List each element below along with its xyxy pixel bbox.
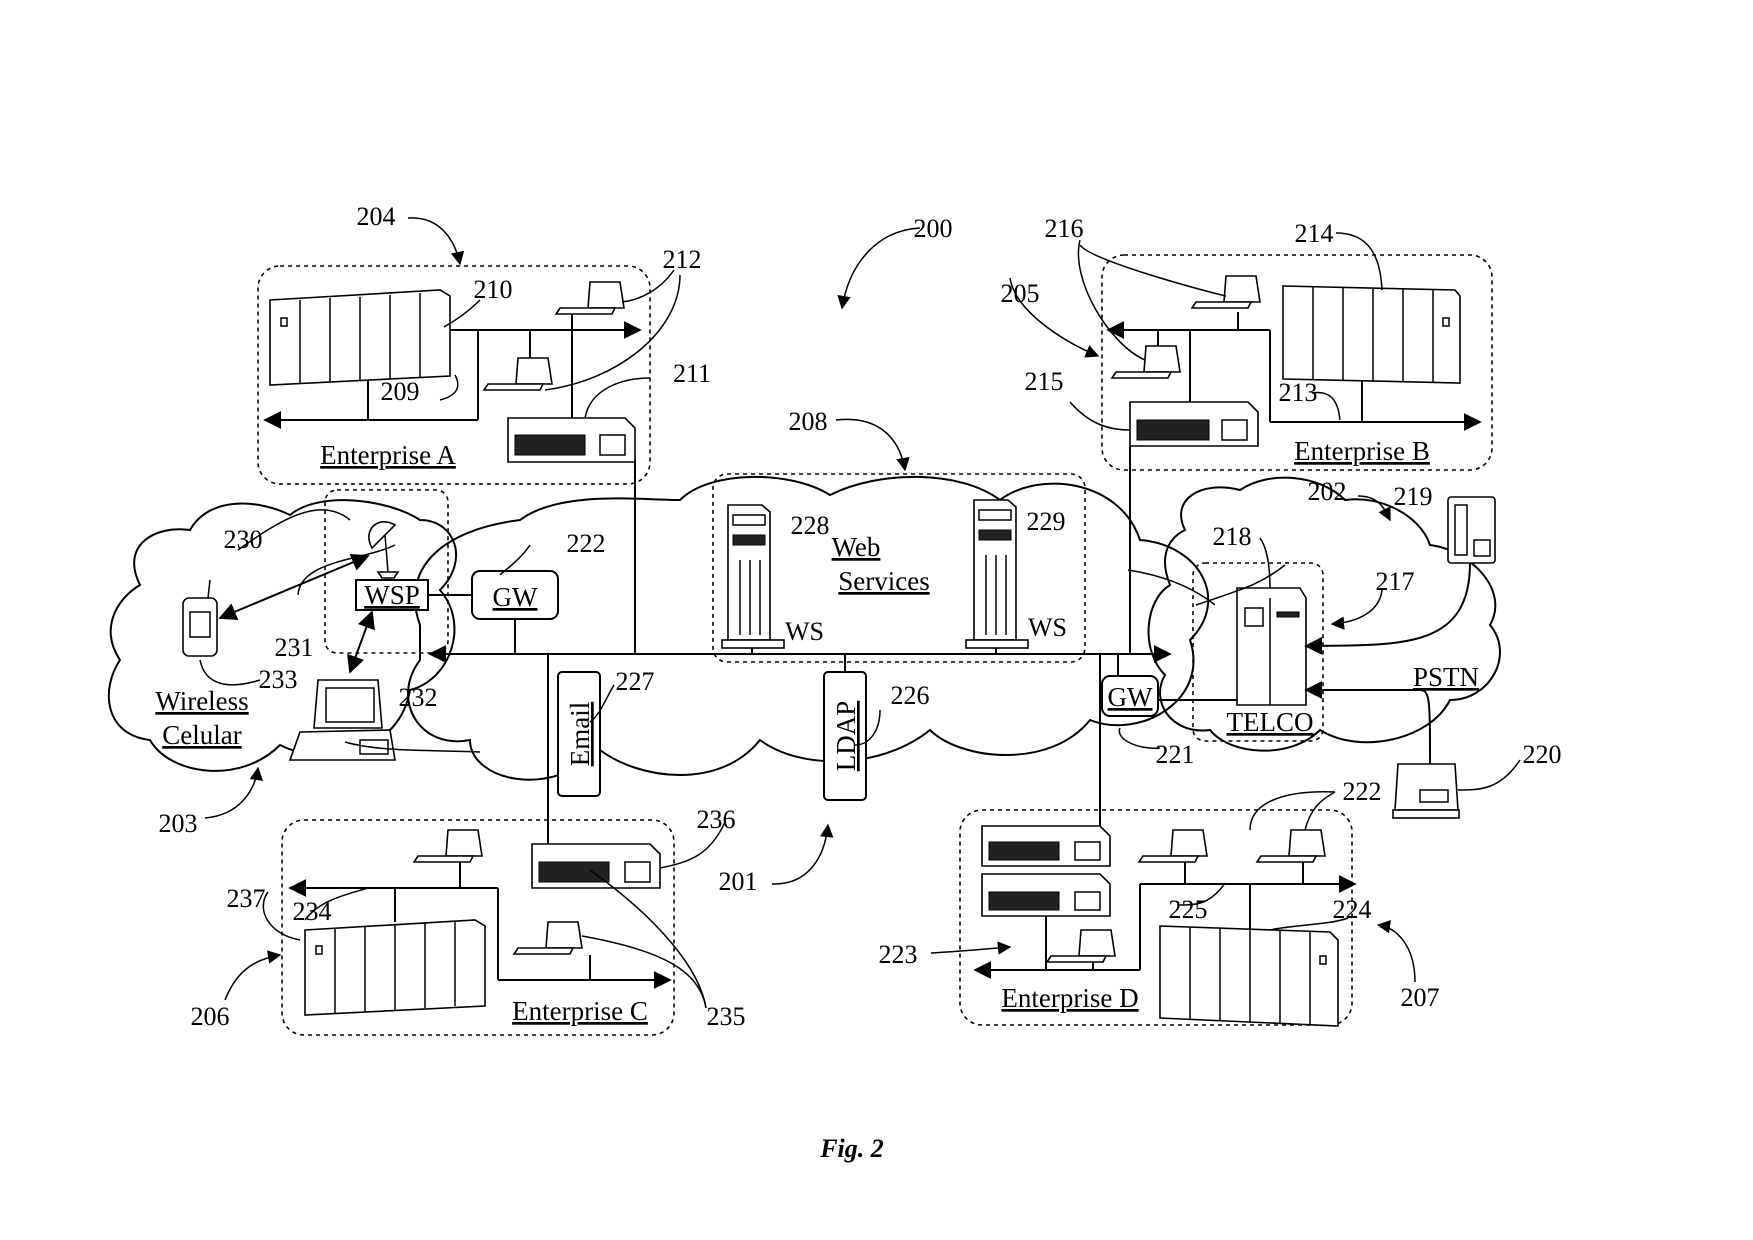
terminal-212b — [482, 357, 553, 391]
ldap-label: LDAP — [831, 701, 861, 772]
enterprise-c-boundary — [281, 819, 675, 1036]
ref-221: 221 — [1156, 740, 1195, 769]
satellite-dish — [368, 521, 400, 579]
server-215 — [1129, 401, 1259, 447]
terminal-235a — [412, 829, 483, 863]
enterprise-b-boundary — [1101, 254, 1493, 471]
ref-211: 211 — [673, 359, 711, 388]
server-211 — [507, 417, 636, 463]
ref-215: 215 — [1025, 367, 1064, 396]
ref-207: 207 — [1401, 983, 1440, 1012]
mainframe-237 — [304, 919, 486, 1016]
pstn-cloud — [1147, 476, 1501, 752]
ref-216: 216 — [1045, 214, 1084, 243]
ws-right-label: WS — [1028, 613, 1067, 642]
ref-202: 202 — [1308, 477, 1347, 506]
ref-217: 217 — [1376, 567, 1415, 596]
ref-203: 203 — [159, 809, 198, 838]
ref-220: 220 — [1523, 740, 1562, 769]
ref-204: 204 — [357, 202, 396, 231]
celular-label: Celular — [162, 720, 241, 750]
telco-label: TELCO — [1227, 707, 1314, 737]
terminal-222c — [1137, 829, 1208, 863]
ref-213: 213 — [1279, 378, 1318, 407]
ref-235: 235 — [707, 1002, 746, 1031]
gw-right-label: GW — [1108, 682, 1153, 712]
email-label: Email — [565, 702, 595, 766]
server-223b — [981, 873, 1111, 917]
ref-227: 227 — [616, 667, 655, 696]
web-server-228 — [721, 504, 785, 649]
ref-236: 236 — [697, 805, 736, 834]
ref-234: 234 — [293, 897, 332, 926]
mainframe-224 — [1159, 925, 1339, 1027]
terminal-222d — [1255, 829, 1326, 863]
web-server-229 — [965, 499, 1029, 649]
ws-left-label: WS — [785, 617, 824, 646]
ref-205: 205 — [1001, 279, 1040, 308]
ldap-server-226 — [823, 671, 867, 801]
wsp-label: WSP — [364, 580, 420, 610]
ref-209: 209 — [381, 377, 420, 406]
ref-232: 232 — [399, 683, 438, 712]
ref-222-gateway: 222 — [567, 529, 606, 558]
ref-219: 219 — [1394, 482, 1433, 511]
enterprise-c-label: Enterprise C — [512, 996, 648, 1026]
ref-229: 229 — [1027, 507, 1066, 536]
ref-228: 228 — [791, 511, 830, 540]
ref-210: 210 — [474, 275, 513, 304]
wireless-label: Wireless — [155, 686, 248, 716]
terminal-216b — [1110, 345, 1181, 379]
telephone-219 — [1447, 496, 1496, 564]
ref-201: 201 — [719, 867, 758, 896]
email-server-227 — [557, 671, 601, 797]
web-label: Web — [832, 532, 881, 562]
ref-218: 218 — [1213, 522, 1252, 551]
web-services-boundary — [712, 473, 1086, 663]
mainframe-210 — [269, 289, 451, 386]
ref-224: 224 — [1333, 895, 1372, 924]
gw-left-label: GW — [493, 582, 538, 612]
terminal-235b — [512, 921, 583, 955]
terminal-216a — [1190, 275, 1261, 309]
ref-237: 237 — [227, 884, 266, 913]
telco-switch-218 — [1236, 587, 1307, 706]
terminal-212a — [554, 281, 625, 315]
ref-223: 223 — [879, 940, 918, 969]
telco-boundary — [1192, 562, 1324, 742]
mainframe-214 — [1282, 285, 1461, 384]
wsp-boundary — [324, 489, 449, 654]
enterprise-b-label: Enterprise B — [1294, 436, 1430, 466]
terminal-223c — [1045, 929, 1116, 963]
server-236 — [531, 843, 661, 889]
fax-220 — [1392, 763, 1460, 819]
ref-225: 225 — [1169, 895, 1208, 924]
ref-214: 214 — [1295, 219, 1334, 248]
enterprise-d-label: Enterprise D — [1001, 983, 1138, 1013]
cell-phone-233 — [182, 579, 218, 657]
ref-226: 226 — [891, 681, 930, 710]
server-223a — [981, 825, 1111, 867]
ref-200: 200 — [914, 214, 953, 243]
figure-caption: Fig. 2 — [819, 1134, 884, 1163]
computer-232 — [288, 679, 396, 761]
ref-231: 231 — [275, 633, 314, 662]
ref-208: 208 — [789, 407, 828, 436]
services-label: Services — [838, 566, 929, 596]
ref-212: 212 — [663, 245, 702, 274]
enterprise-d-boundary — [959, 809, 1353, 1026]
pstn-label: PSTN — [1413, 662, 1479, 692]
ref-233: 233 — [259, 665, 298, 694]
ref-230: 230 — [224, 525, 263, 554]
gateway-221 — [1101, 675, 1159, 717]
enterprise-a-label: Enterprise A — [320, 440, 456, 470]
ref-222-terminals: 222 — [1343, 777, 1382, 806]
ref-206: 206 — [191, 1002, 230, 1031]
